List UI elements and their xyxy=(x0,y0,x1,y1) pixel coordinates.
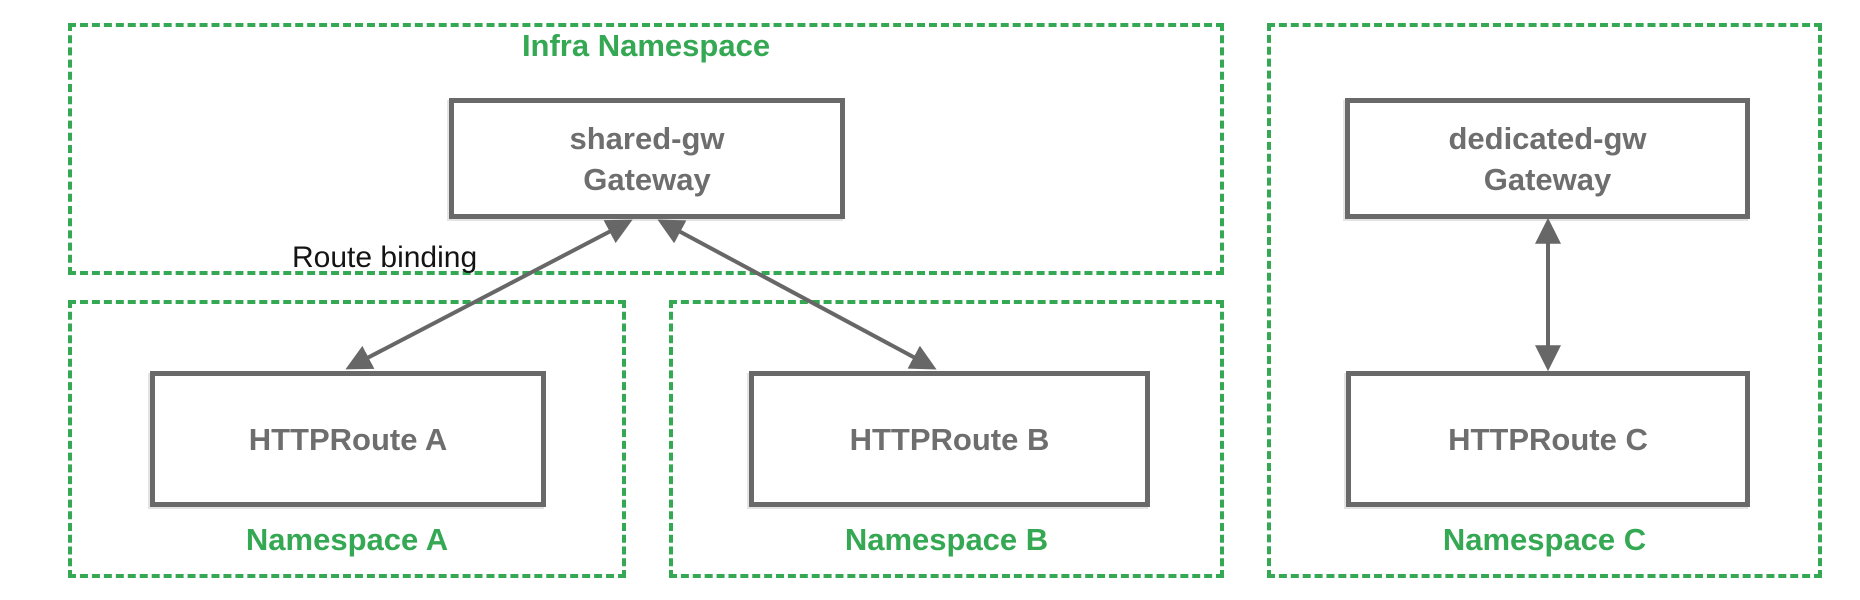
namespace-b-box xyxy=(669,300,1224,578)
httproute-a-node: HTTPRoute A xyxy=(150,371,546,507)
namespace-c-box xyxy=(1267,23,1822,578)
dedicated-gateway-kind: Gateway xyxy=(1483,161,1612,197)
route-binding-label: Route binding xyxy=(292,241,478,274)
httproute-c-label: HTTPRoute C xyxy=(1448,421,1648,457)
namespace-a-label: Namespace A xyxy=(245,522,449,557)
httproute-b-label: HTTPRoute B xyxy=(849,421,1050,457)
shared-gateway-kind: Gateway xyxy=(583,161,711,197)
dedicated-gateway-name: dedicated-gw xyxy=(1448,120,1647,156)
shared-gateway-name: shared-gw xyxy=(569,120,725,156)
namespace-b-label: Namespace B xyxy=(844,522,1049,557)
dedicated-gateway-node: dedicated-gw Gateway xyxy=(1345,98,1750,219)
infra-namespace-box xyxy=(68,23,1224,275)
httproute-a-label: HTTPRoute A xyxy=(248,421,448,457)
httproute-b-node: HTTPRoute B xyxy=(749,371,1150,507)
httproute-c-node: HTTPRoute C xyxy=(1346,371,1750,507)
namespace-c-label: Namespace C xyxy=(1442,522,1647,557)
infra-namespace-label: Infra Namespace xyxy=(521,28,771,63)
shared-gateway-node: shared-gw Gateway xyxy=(449,98,845,219)
